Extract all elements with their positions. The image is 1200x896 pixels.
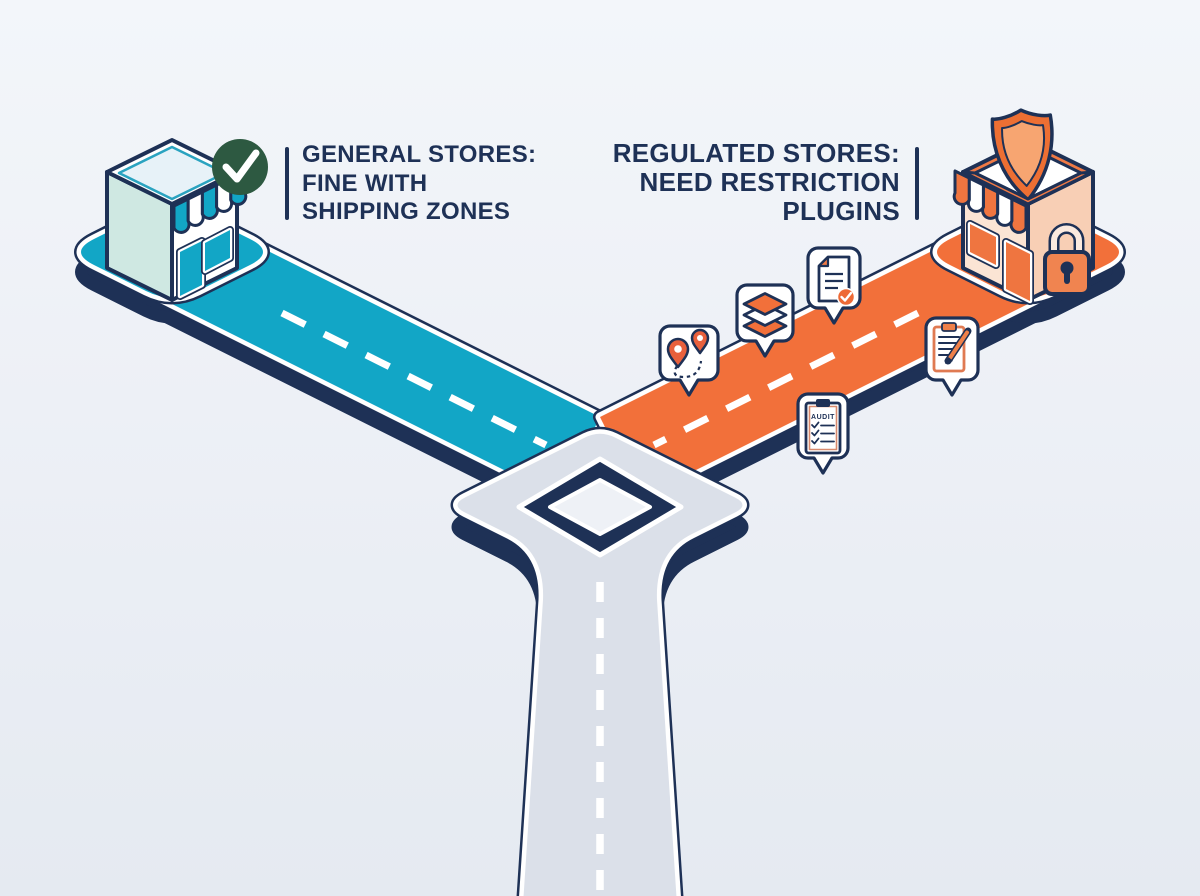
heading-line: PLUGINS	[782, 196, 900, 226]
layers-icon	[735, 283, 795, 358]
left-heading-divider	[285, 147, 289, 220]
store-roof-front-band	[961, 170, 1095, 206]
heading-line: REGULATED STORES:	[612, 138, 900, 168]
general-store-road	[162, 249, 600, 499]
regulated-stores-heading: REGULATED STORES: NEED RESTRICTION PLUGI…	[613, 139, 900, 226]
intersection	[458, 434, 743, 896]
regulated-store-road	[600, 249, 1038, 499]
audit-label: AUDIT	[811, 414, 835, 421]
heading-line: GENERAL STORES:	[302, 141, 537, 168]
lane-dashes	[652, 309, 920, 449]
heading-line: NEED RESTRICTION	[639, 167, 900, 197]
shield-icon	[990, 108, 1054, 202]
clipboard-pencil-icon	[924, 316, 980, 397]
checkmark-circle-icon	[212, 139, 268, 195]
general-stores-heading: GENERAL STORES: FINE WITH SHIPPING ZONES	[302, 141, 536, 227]
intersection-hole-center	[548, 478, 652, 536]
lane-dashes	[280, 309, 548, 449]
general-store-icon	[105, 138, 268, 302]
padlock-icon	[1043, 228, 1091, 296]
store-awning	[952, 169, 1028, 234]
right-heading-divider	[915, 147, 919, 220]
heading-line: FINE WITH	[302, 169, 428, 197]
regulated-road-callouts: AUDIT	[658, 246, 980, 475]
heading-line: SHIPPING ZONES	[302, 198, 511, 225]
map-pins-route-icon	[658, 324, 720, 397]
audit-checklist-icon: AUDIT	[796, 392, 850, 475]
store-roof-top	[117, 145, 227, 201]
document-approved-icon	[806, 246, 862, 325]
regulated-store-icon	[952, 108, 1095, 301]
